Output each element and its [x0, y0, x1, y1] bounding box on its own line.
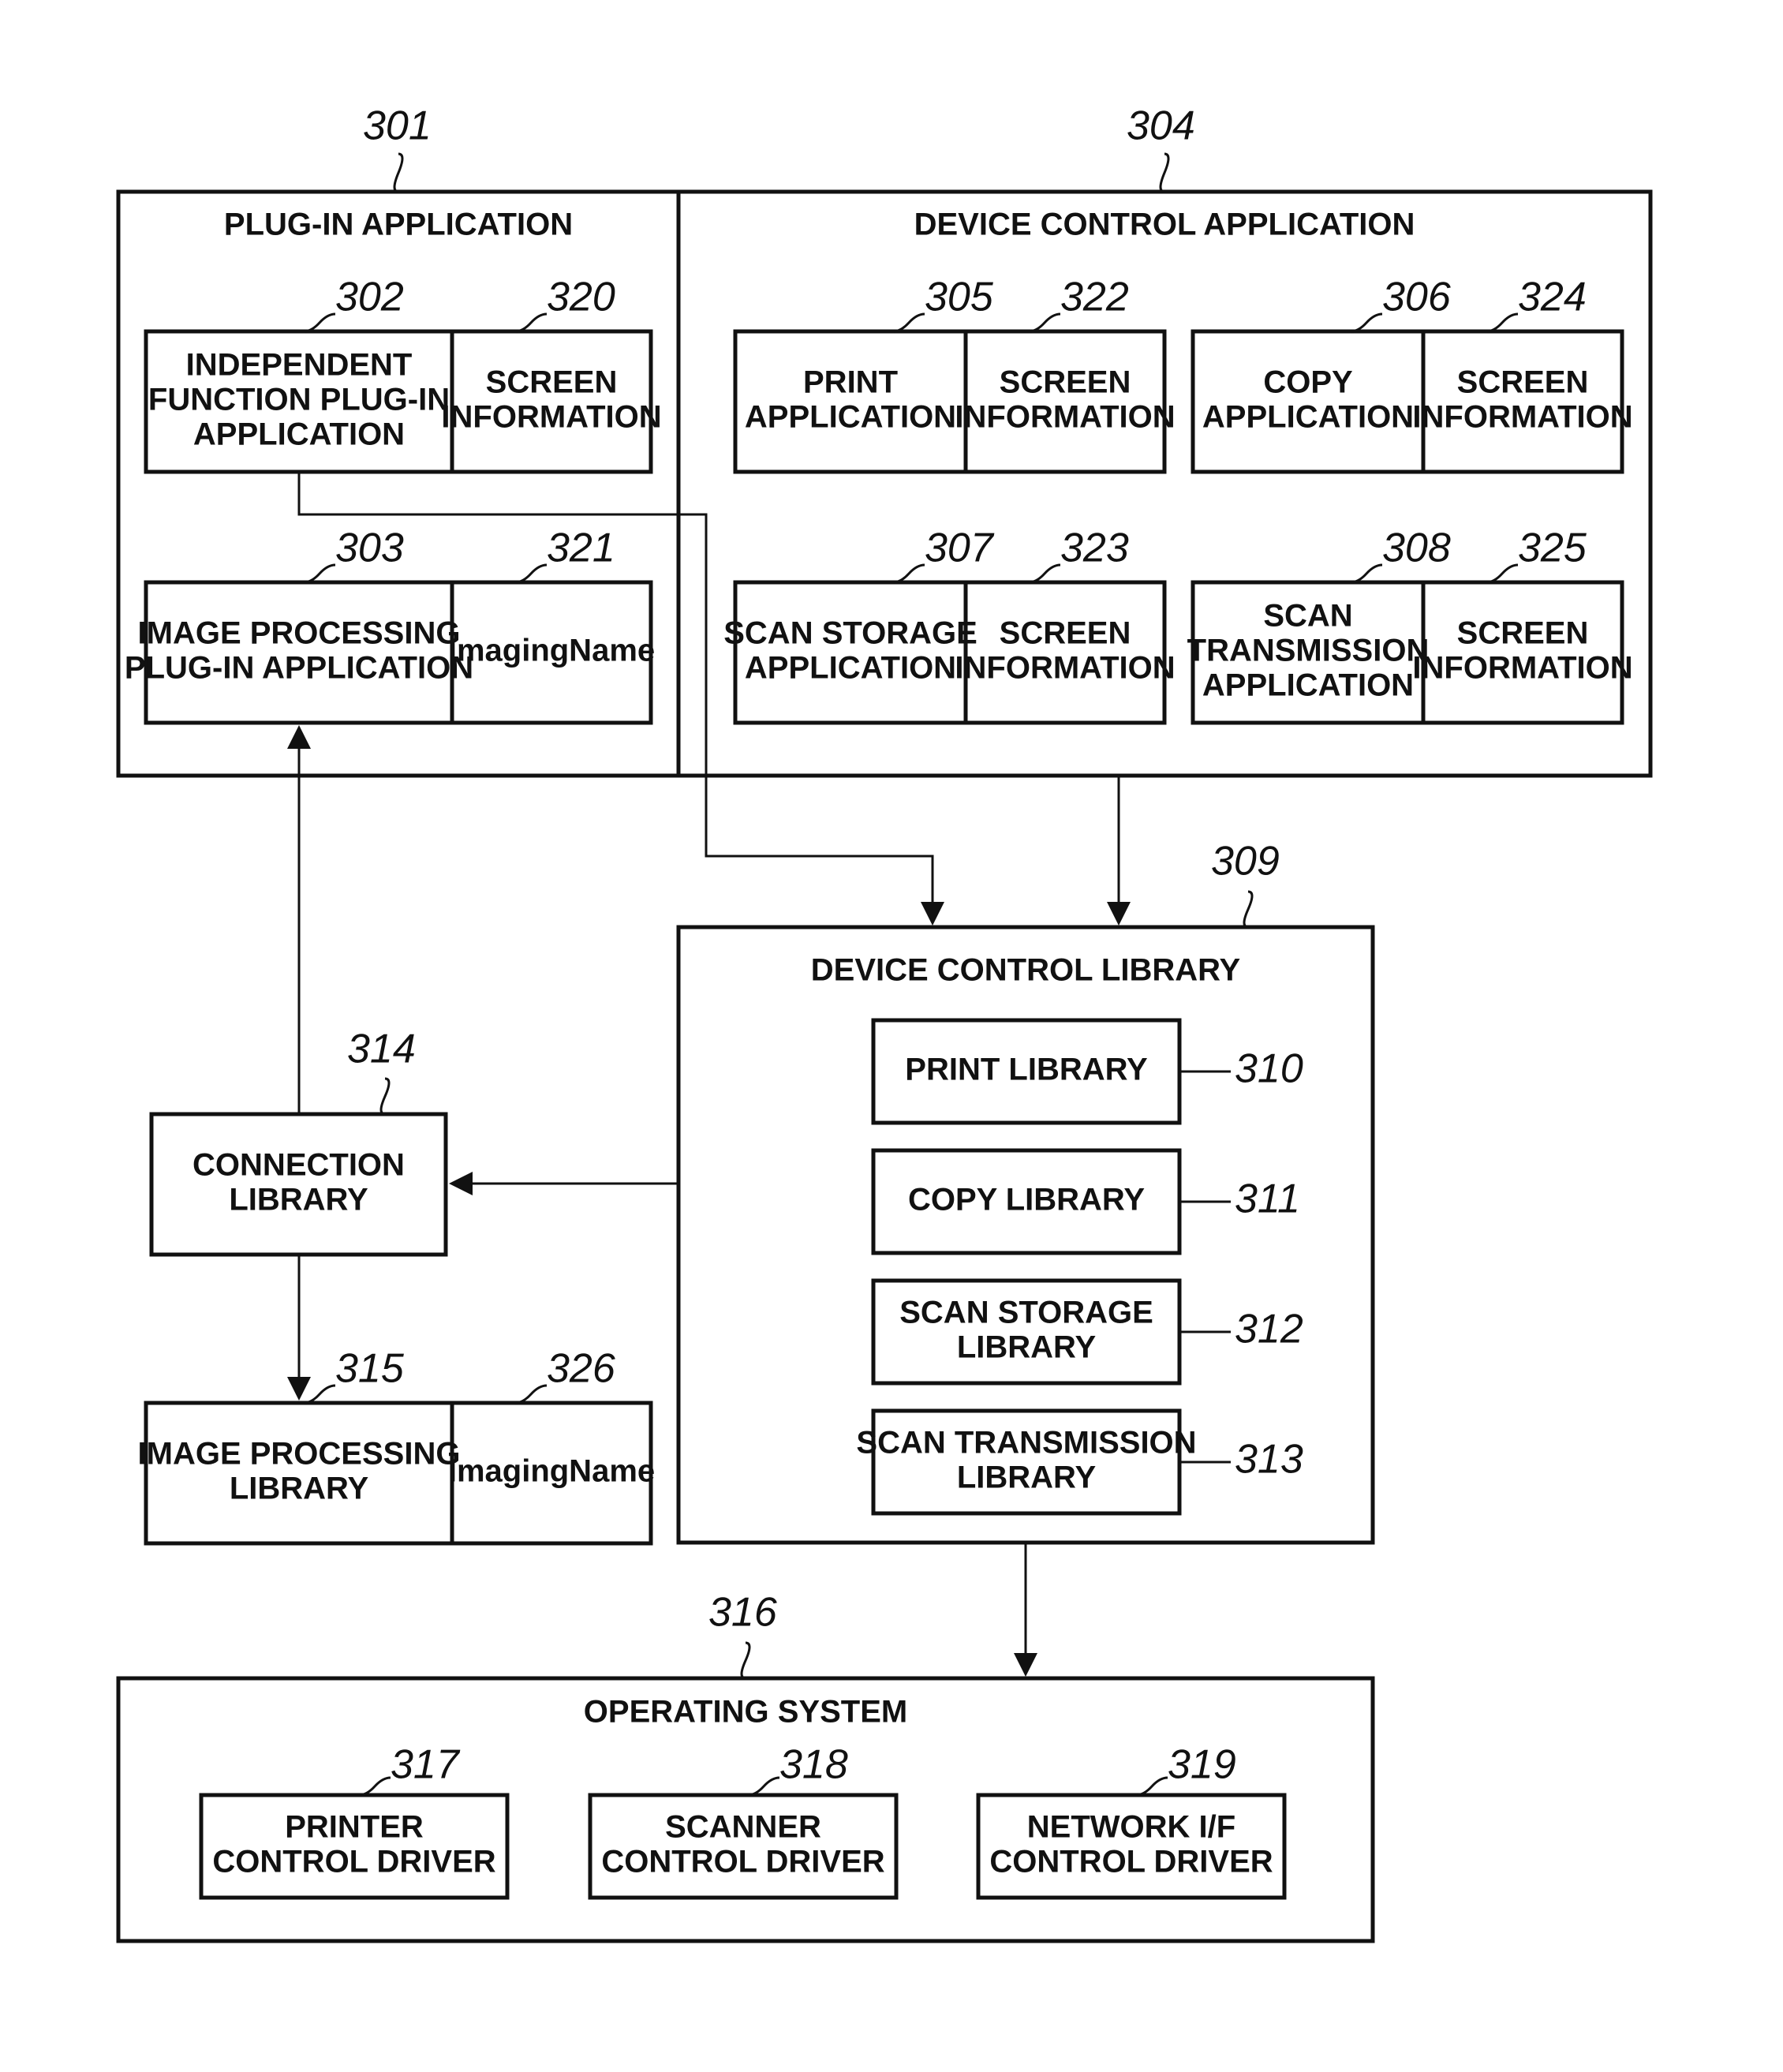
device-control-library-title: DEVICE CONTROL LIBRARY [811, 953, 1241, 988]
independent-screen-info-box-label-0: SCREEN [486, 365, 618, 400]
printer-control-driver-box-label-0: PRINTER [285, 1810, 424, 1845]
leader-314 [381, 1079, 389, 1114]
operating-system-title: OPERATING SYSTEM [584, 1695, 907, 1730]
ref-303: 303 [335, 525, 404, 571]
leader-304 [1161, 154, 1168, 192]
ref-318: 318 [779, 1742, 848, 1788]
ref-308: 308 [1382, 525, 1451, 571]
connection-library-box-label-0: CONNECTION [193, 1148, 405, 1183]
print-library-box-label-0: PRINT LIBRARY [905, 1053, 1148, 1087]
ref-323: 323 [1060, 525, 1129, 571]
print-application-box-label-1: APPLICATION [745, 400, 956, 435]
image-processing-plugin-box-label-0: IMAGE PROCESSING [138, 616, 461, 651]
ref-322: 322 [1060, 275, 1129, 320]
copy-screen-info-box-label-0: SCREEN [1457, 365, 1589, 400]
ref-316: 316 [708, 1590, 777, 1636]
ref-319: 319 [1168, 1742, 1236, 1788]
scan-transmission-application-box-label-2: APPLICATION [1202, 668, 1414, 703]
scan-transmission-library-box-label-1: LIBRARY [957, 1460, 1097, 1495]
leader-326 [515, 1386, 547, 1403]
independent-function-plugin-box-label-0: INDEPENDENT [186, 348, 413, 383]
copy-screen-info-box-label-1: INFORMATION [1412, 400, 1632, 435]
print-screen-info-box-label-0: SCREEN [1000, 365, 1131, 400]
image-processing-library-name-box-label-0: ImagingName [448, 1454, 655, 1489]
scan-storage-screen-info-box-label-0: SCREEN [1000, 616, 1131, 651]
ref-302: 302 [335, 275, 404, 320]
copy-application-box-label-1: APPLICATION [1202, 400, 1414, 435]
leader-315 [304, 1386, 335, 1403]
ref-301: 301 [363, 103, 432, 149]
leader-309 [1244, 892, 1252, 927]
ref-324: 324 [1518, 275, 1587, 320]
ref-304: 304 [1127, 103, 1195, 149]
device-control-application-title: DEVICE CONTROL APPLICATION [914, 208, 1415, 242]
ref-321: 321 [547, 525, 615, 571]
ref-307: 307 [925, 525, 995, 571]
independent-function-plugin-box-label-2: APPLICATION [193, 417, 405, 452]
network-control-driver-box-label-0: NETWORK I/F [1027, 1810, 1235, 1845]
scan-transmission-application-box-label-1: TRANSMISSION [1187, 634, 1430, 668]
scan-storage-application-box-label-0: SCAN STORAGE [723, 616, 977, 651]
ref-311: 311 [1235, 1176, 1300, 1222]
scan-transmission-screen-info-box-label-0: SCREEN [1457, 616, 1589, 651]
ref-313: 313 [1235, 1437, 1303, 1483]
ref-309: 309 [1211, 839, 1280, 885]
scan-transmission-application-box-label-0: SCAN [1263, 599, 1352, 634]
ref-326: 326 [547, 1346, 615, 1392]
ref-305: 305 [925, 275, 994, 320]
ref-306: 306 [1382, 275, 1451, 320]
copy-application-box-label-0: COPY [1263, 365, 1353, 400]
leader-301 [394, 154, 402, 192]
image-processing-name-box-label-0: ImagingName [448, 634, 655, 668]
print-application-box-label-0: PRINT [803, 365, 898, 400]
scan-storage-screen-info-box-label-1: INFORMATION [955, 651, 1175, 686]
scan-storage-library-box-label-1: LIBRARY [957, 1330, 1097, 1365]
image-processing-library-box-label-1: LIBRARY [230, 1472, 369, 1506]
scan-storage-application-box-label-1: APPLICATION [745, 651, 956, 686]
scanner-control-driver-box-label-1: CONTROL DRIVER [601, 1845, 884, 1879]
image-processing-library-box-label-0: IMAGE PROCESSING [138, 1437, 461, 1472]
ref-314: 314 [347, 1027, 416, 1072]
connection-library-box-label-1: LIBRARY [229, 1183, 368, 1217]
plugin-application-title: PLUG-IN APPLICATION [224, 208, 573, 242]
leader-316 [742, 1643, 749, 1678]
print-screen-info-box-label-1: INFORMATION [955, 400, 1175, 435]
ref-325: 325 [1518, 525, 1587, 571]
independent-screen-info-box-label-1: INFORMATION [441, 400, 661, 435]
image-processing-plugin-box-label-1: PLUG-IN APPLICATION [125, 651, 473, 686]
ref-312: 312 [1235, 1307, 1303, 1352]
independent-function-plugin-box-label-1: FUNCTION PLUG-IN [148, 383, 450, 417]
network-control-driver-box-label-1: CONTROL DRIVER [989, 1845, 1273, 1879]
scan-storage-library-box-label-0: SCAN STORAGE [899, 1296, 1153, 1330]
ref-320: 320 [547, 275, 615, 320]
ref-317: 317 [391, 1742, 461, 1788]
ref-315: 315 [335, 1346, 405, 1392]
scan-transmission-library-box-label-0: SCAN TRANSMISSION [856, 1426, 1196, 1460]
copy-library-box-label-0: COPY LIBRARY [908, 1183, 1145, 1217]
scanner-control-driver-box-label-0: SCANNER [665, 1810, 821, 1845]
printer-control-driver-box-label-1: CONTROL DRIVER [212, 1845, 495, 1879]
ref-310: 310 [1235, 1046, 1303, 1092]
scan-transmission-screen-info-box-label-1: INFORMATION [1412, 651, 1632, 686]
